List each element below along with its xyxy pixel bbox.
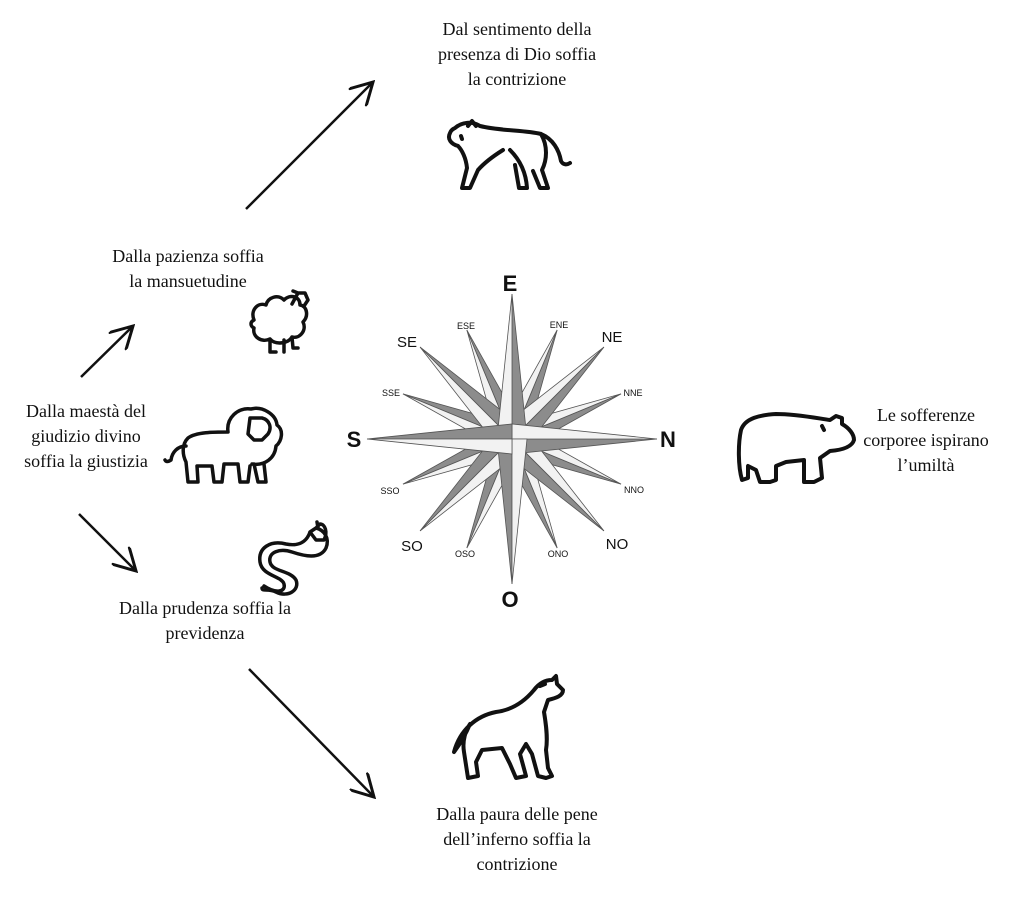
compass-label-e: E [503, 271, 518, 296]
compass-label-nno: NNO [624, 485, 644, 495]
compass-label-so: SO [401, 538, 423, 555]
compass-label-ono: ONO [548, 549, 569, 559]
sheep-icon [249, 289, 310, 354]
compass-label-ese: ESE [457, 321, 475, 331]
compass-label-n: N [660, 427, 676, 452]
panther-icon [447, 119, 572, 190]
compass-rose: E N O S NE NO SO SE ENE NNE NNO ONO OSO … [347, 271, 676, 612]
label-contrition-fear: Dalla paura delle pene dell’inferno soff… [436, 804, 598, 874]
lion-icon [163, 406, 284, 484]
compass-label-ene: ENE [550, 320, 569, 330]
compass-label-o: O [501, 587, 518, 612]
compass-label-ne: NE [602, 329, 623, 346]
compass-label-sse: SSE [382, 388, 400, 398]
compass-label-nne: NNE [623, 388, 642, 398]
compass-label-oso: OSO [455, 549, 475, 559]
compass-label-no: NO [606, 536, 629, 553]
arrow-to-top [245, 82, 373, 210]
bear-icon [736, 412, 856, 484]
label-meekness: Dalla pazienza soffia la mansuetudine [112, 246, 264, 291]
compass-label-s: S [347, 427, 362, 452]
label-providence: Dalla prudenza soffia la previdenza [118, 598, 292, 643]
label-humility: Le sofferenze corporee ispirano l’umiltà [863, 405, 989, 475]
compass-label-sso: SSO [380, 486, 399, 496]
snake-icon [258, 520, 329, 596]
arrow-to-bottom [248, 668, 374, 797]
label-contrition-presence: Dal sentimento della presenza di Dio sof… [437, 19, 597, 89]
arrow-to-snake [78, 513, 136, 571]
compass-label-se: SE [397, 334, 417, 351]
wolf-icon [452, 674, 565, 780]
arrow-to-sheep [80, 326, 133, 378]
label-justice: Dalla maestà del giudizio divino soffia … [24, 401, 148, 471]
